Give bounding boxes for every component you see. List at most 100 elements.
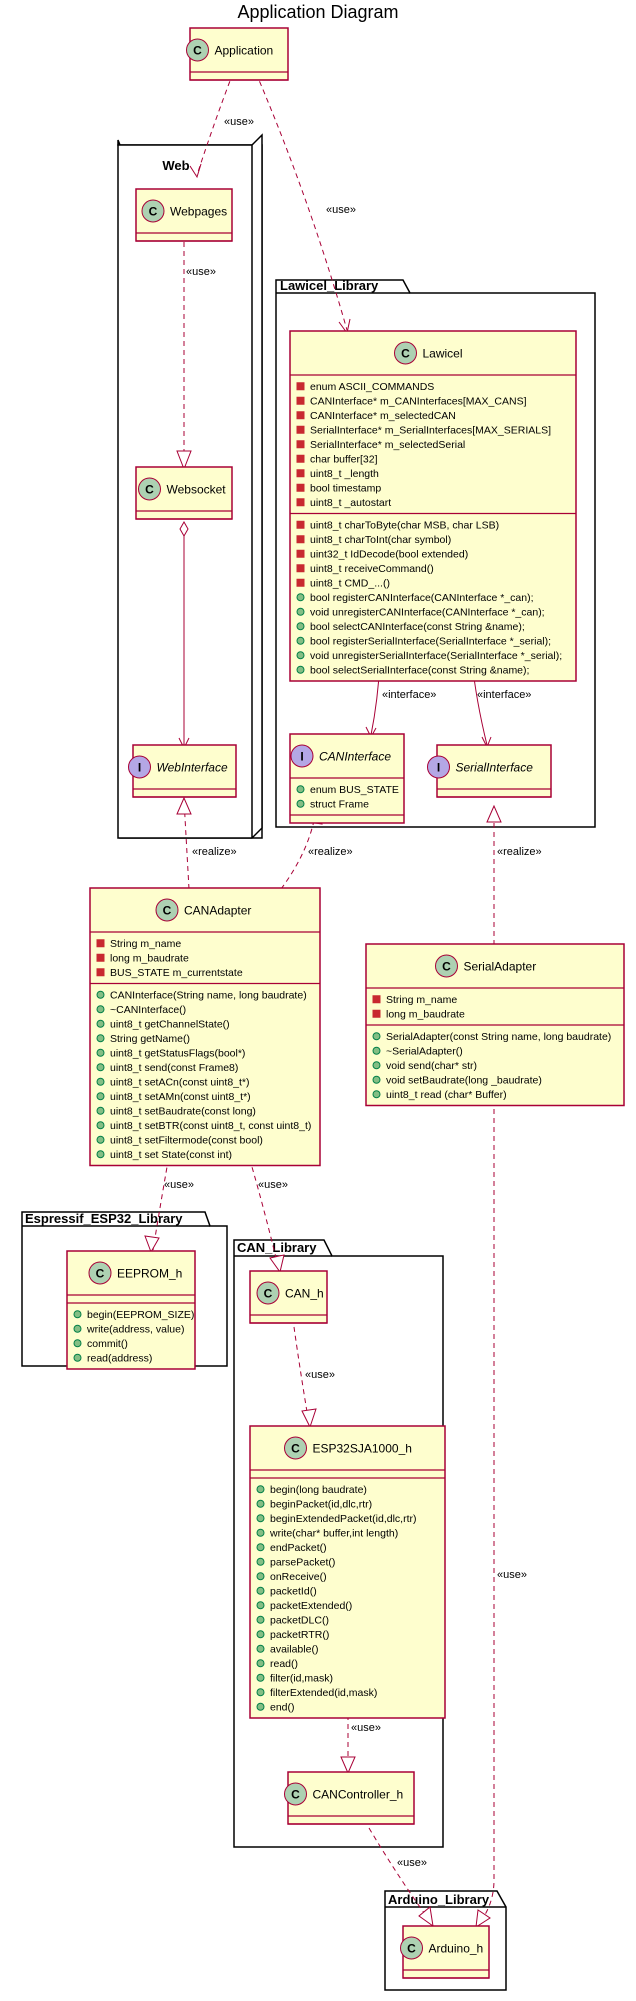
- arrow-head: [301, 1408, 317, 1429]
- class-member: uint8_t getStatusFlags(bool*): [110, 1048, 245, 1060]
- public-marker-icon: [256, 1586, 265, 1595]
- class-name: Websocket: [167, 483, 227, 497]
- class-member: void send(char* str): [386, 1060, 477, 1072]
- class-member: uint8_t setFiltermode(const bool): [110, 1135, 263, 1147]
- class-member: void unregisterSerialInterface(SerialInt…: [310, 650, 562, 662]
- public-marker-icon: [256, 1615, 265, 1624]
- class-name: Arduino_h: [429, 1942, 484, 1956]
- class-member: packetId(): [270, 1586, 317, 1598]
- class-member: end(): [270, 1702, 295, 1714]
- public-marker-icon: [256, 1528, 265, 1537]
- private-marker-icon: [372, 1009, 381, 1018]
- rel-label-realize: «realize»: [192, 846, 237, 858]
- rel-label-use: «use»: [164, 1179, 194, 1191]
- class-member: uint32_t IdDecode(bool extended): [310, 549, 468, 561]
- class-member: long m_baudrate: [110, 953, 189, 965]
- class-member: CANInterface(String name, long baudrate): [110, 990, 307, 1002]
- rel-label-use: «use»: [186, 266, 216, 278]
- rel-label-use: «use»: [497, 1569, 527, 1581]
- public-marker-icon: [372, 1032, 381, 1041]
- private-marker-icon: [96, 939, 105, 948]
- package-espressif-label: Espressif_ESP32_Library: [25, 1211, 183, 1226]
- class-member: endPacket(): [270, 1542, 327, 1554]
- package-web-label: Web: [162, 158, 189, 173]
- public-marker-icon: [256, 1514, 265, 1523]
- public-marker-icon: [73, 1324, 82, 1333]
- public-marker-icon: [296, 622, 305, 631]
- spot-letter: I: [138, 761, 141, 775]
- class-spot-icon: [138, 477, 161, 501]
- public-marker-icon: [96, 990, 105, 999]
- class-member: ~SerialAdapter(): [386, 1046, 463, 1058]
- arrow-head: [418, 1906, 434, 1928]
- public-marker-icon: [96, 1077, 105, 1086]
- class-member: beginExtendedPacket(id,dlc,rtr): [270, 1513, 417, 1525]
- class-member: SerialInterface* m_SerialInterfaces[MAX_…: [310, 425, 551, 437]
- public-marker-icon: [96, 1005, 105, 1014]
- class-member: bool timestamp: [310, 483, 381, 495]
- public-marker-icon: [256, 1673, 265, 1682]
- class-member: uint8_t setACn(const uint8_t*): [110, 1077, 250, 1089]
- class-member: uint8_t setBaudrate(const long): [110, 1106, 256, 1118]
- public-marker-icon: [256, 1601, 265, 1610]
- public-marker-icon: [296, 607, 305, 616]
- class-member: void unregisterCANInterface(CANInterface…: [310, 607, 545, 619]
- class-webinterface: I WebInterface: [128, 744, 237, 798]
- spot-letter: C: [193, 44, 202, 58]
- class-name: WebInterface: [157, 761, 228, 775]
- spot-letter: C: [442, 960, 451, 974]
- rel-canadapter-webinterface: [183, 799, 190, 890]
- class-member: char buffer[32]: [310, 454, 378, 466]
- rel-app-webpages: [196, 72, 234, 176]
- class-member: uint8_t read (char* Buffer): [386, 1089, 507, 1101]
- class-spot-icon: [400, 1936, 423, 1960]
- class-name: CANInterface: [319, 750, 391, 764]
- class-member: write(address, value): [86, 1324, 184, 1336]
- spot-letter: C: [145, 483, 154, 497]
- class-member: parsePacket(): [270, 1557, 335, 1569]
- rel-label-realize: «realize»: [497, 846, 542, 858]
- class-spot-icon: [88, 1261, 112, 1285]
- class-member: uint8_t getChannelState(): [110, 1019, 230, 1031]
- rel-can-esp32: [293, 1326, 310, 1425]
- spot-letter: C: [401, 347, 410, 361]
- class-serialinterface: I SerialInterface: [427, 744, 552, 798]
- spot-letter: C: [291, 1442, 300, 1456]
- arrow-head: [176, 450, 192, 471]
- class-member: long m_baudrate: [386, 1009, 465, 1021]
- relations: «use» «use» «use» «interface» «interface…: [144, 72, 542, 1928]
- spot-letter: C: [96, 1267, 105, 1281]
- public-marker-icon: [96, 1092, 105, 1101]
- public-marker-icon: [96, 1048, 105, 1057]
- private-marker-icon: [296, 549, 305, 558]
- class-member: uint8_t charToByte(char MSB, char LSB): [310, 520, 499, 532]
- rel-label-interface: «interface»: [477, 689, 531, 701]
- class-member: begin(long baudrate): [270, 1484, 367, 1496]
- public-marker-icon: [96, 1019, 105, 1028]
- spot-letter: I: [437, 761, 440, 775]
- class-member: uint8_t receiveCommand(): [310, 563, 434, 575]
- private-marker-icon: [96, 968, 105, 977]
- class-member: available(): [270, 1644, 318, 1656]
- rel-app-lawicel: [255, 72, 348, 331]
- package-arduino-label: Arduino_Library: [388, 1892, 490, 1907]
- public-marker-icon: [296, 593, 305, 602]
- private-marker-icon: [372, 995, 381, 1004]
- aggregation-diamond: [179, 520, 189, 538]
- public-marker-icon: [96, 1135, 105, 1144]
- class-name: EEPROM_h: [117, 1267, 182, 1281]
- class-member: uint8_t set State(const int): [110, 1149, 232, 1161]
- public-marker-icon: [372, 1061, 381, 1070]
- spot-letter: C: [163, 904, 172, 918]
- rel-label-use: «use»: [224, 116, 254, 128]
- class-member: uint8_t _length: [310, 468, 379, 480]
- class-spot-icon: [155, 898, 179, 922]
- spot-letter: C: [149, 205, 158, 219]
- class-name: SerialInterface: [456, 761, 534, 775]
- private-marker-icon: [296, 564, 305, 573]
- public-marker-icon: [256, 1557, 265, 1566]
- rel-label-use: «use»: [397, 1857, 427, 1869]
- class-member: bool selectCANInterface(const String &na…: [310, 621, 525, 633]
- class-member: packetDLC(): [270, 1615, 329, 1627]
